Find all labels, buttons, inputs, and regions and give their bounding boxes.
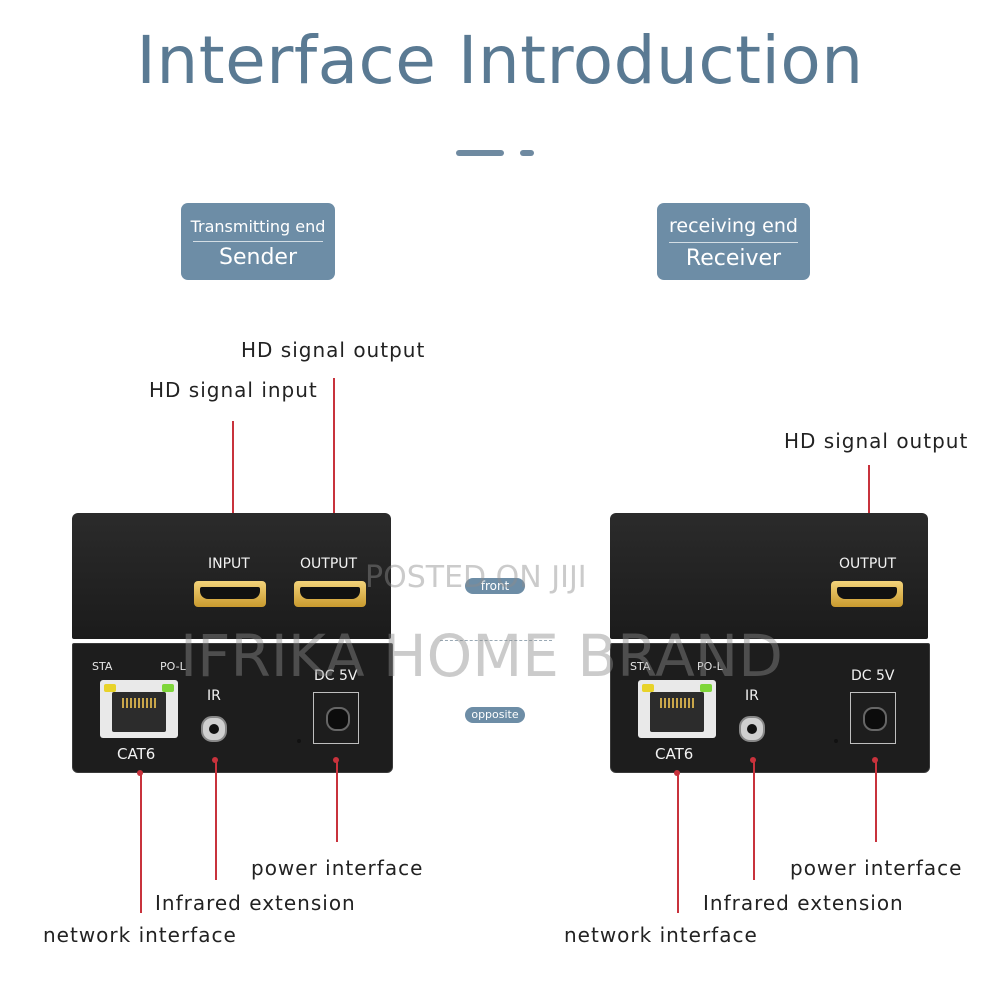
receiver-pol-label: PO-L <box>697 660 723 673</box>
receiver-badge: receiving end Receiver <box>657 203 810 280</box>
sender-sta-label: STA <box>92 660 113 673</box>
hdmi-port-icon <box>831 581 903 607</box>
front-tag: front <box>465 578 525 594</box>
sender-output-label: OUTPUT <box>300 556 358 572</box>
receiver-ir-label: IR <box>745 688 759 704</box>
sender-ir-label: IR <box>207 688 221 704</box>
sender-input-callout-line <box>232 421 234 543</box>
pol-led <box>162 684 174 692</box>
receiver-network-label: network interface <box>564 923 758 947</box>
receiver-badge-bottom: Receiver <box>685 246 782 271</box>
receiver-dc-label: DC 5V <box>851 668 895 684</box>
sender-network-line <box>140 773 142 913</box>
opposite-tag: opposite <box>465 707 525 723</box>
receiver-front-panel <box>610 513 928 639</box>
sender-ir-line <box>215 760 217 880</box>
receiver-network-line <box>677 773 679 913</box>
sender-network-label: network interface <box>43 923 237 947</box>
sender-badge-bottom: Sender <box>219 245 297 270</box>
receiver-ir-line <box>753 760 755 880</box>
receiver-power-label: power interface <box>790 856 963 880</box>
title-divider-short <box>520 150 534 156</box>
sta-led <box>104 684 116 692</box>
receiver-sta-label: STA <box>630 660 651 673</box>
power-jack-icon <box>313 692 359 744</box>
receiver-output-callout-line <box>868 465 870 543</box>
receiver-badge-rule <box>669 242 798 243</box>
audio-jack-icon <box>201 716 227 742</box>
reset-pinhole <box>834 739 838 743</box>
sta-led <box>642 684 654 692</box>
receiver-power-line <box>875 760 877 842</box>
receiver-badge-top: receiving end <box>669 215 798 237</box>
hdmi-port-icon <box>294 581 366 607</box>
receiver-output-label: OUTPUT <box>839 556 897 572</box>
sender-dc-label: DC 5V <box>314 668 358 684</box>
sender-infrared-label: Infrared extension <box>155 891 356 915</box>
sender-hd-output-label: HD signal output <box>241 338 426 362</box>
front-back-divider <box>440 640 552 641</box>
sender-badge: Transmitting end Sender <box>181 203 335 280</box>
page-title: Interface Introduction <box>136 22 864 99</box>
sender-front-panel <box>72 513 391 639</box>
reset-pinhole <box>297 739 301 743</box>
pol-led <box>700 684 712 692</box>
power-jack-icon <box>850 692 896 744</box>
hdmi-port-icon <box>194 581 266 607</box>
sender-input-label: INPUT <box>208 556 250 572</box>
receiver-infrared-label: Infrared extension <box>703 891 904 915</box>
sender-power-label: power interface <box>251 856 424 880</box>
sender-power-line <box>336 760 338 842</box>
audio-jack-icon <box>739 716 765 742</box>
receiver-hd-output-label: HD signal output <box>784 429 969 453</box>
sender-output-callout-line <box>333 378 335 543</box>
sender-cat-label: CAT6 <box>117 745 156 763</box>
sender-badge-top: Transmitting end <box>190 217 326 236</box>
title-divider-long <box>456 150 504 156</box>
sender-pol-label: PO-L <box>160 660 186 673</box>
sender-hd-input-label: HD signal input <box>149 378 318 402</box>
receiver-cat-label: CAT6 <box>655 745 694 763</box>
sender-badge-rule <box>193 241 323 242</box>
